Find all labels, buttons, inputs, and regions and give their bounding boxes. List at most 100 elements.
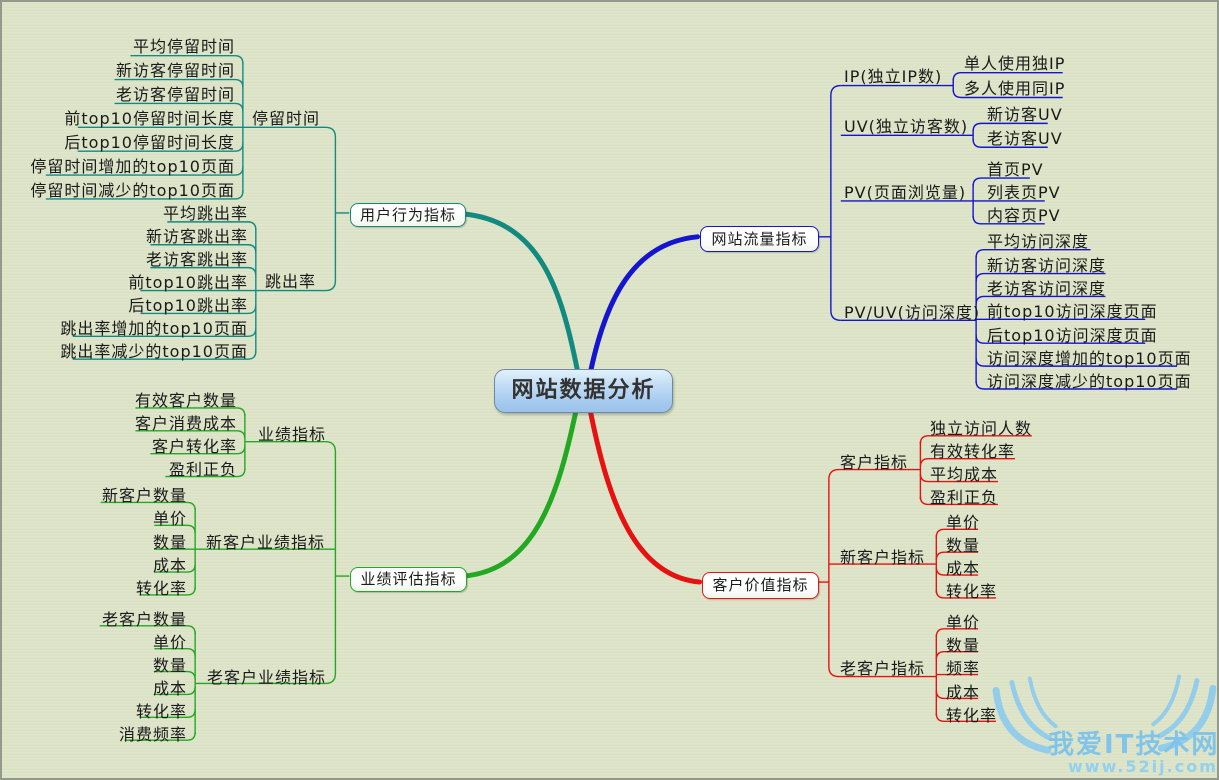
leaf-node[interactable]: 前top10停留时间长度 xyxy=(64,109,235,128)
leaf-underline xyxy=(72,351,257,360)
leaf-node[interactable]: 单价 xyxy=(152,633,187,652)
leaf-node[interactable]: 数量 xyxy=(152,533,187,552)
branch-user-behavior[interactable]: 用户行为指标 xyxy=(350,203,466,227)
group-visit-depth[interactable]: PV/UV(访问深度) xyxy=(844,303,981,322)
leaf-underline xyxy=(154,647,196,657)
main-branch-curves xyxy=(460,211,703,585)
leaf-node[interactable]: 新访客访问深度 xyxy=(987,256,1107,275)
leaf-node[interactable]: 前top10跳出率 xyxy=(128,273,248,292)
curve-customer-value xyxy=(587,407,703,585)
leaf-node[interactable]: 访问深度增加的top10页面 xyxy=(987,349,1192,368)
group-perf[interactable]: 业绩指标 xyxy=(257,425,326,444)
leaf-node[interactable]: 多人使用同IP xyxy=(964,79,1066,98)
watermark-wings-icon xyxy=(992,674,1217,754)
leaf-node[interactable]: 新访客停留时间 xyxy=(115,61,235,80)
performance-skeleton xyxy=(194,413,350,735)
leaf-node[interactable]: 客户消费成本 xyxy=(134,414,237,433)
leaf-node[interactable]: 平均跳出率 xyxy=(162,204,248,223)
leaf-underline xyxy=(935,713,997,722)
leaf-node[interactable]: 盈利正负 xyxy=(168,460,237,479)
leaf-node[interactable]: 老访客跳出率 xyxy=(145,250,248,269)
leaf-underline xyxy=(975,249,1091,258)
leaf-underline xyxy=(154,524,196,534)
leaf-underline xyxy=(952,89,1063,99)
leaf-node[interactable]: 转化率 xyxy=(946,706,998,725)
leaf-node[interactable]: 单价 xyxy=(946,513,981,532)
leaf-node[interactable]: 老客户数量 xyxy=(101,610,187,629)
leaf-node[interactable]: 停留时间增加的top10页面 xyxy=(30,157,235,176)
leaf-node[interactable]: 数量 xyxy=(946,536,981,555)
leaf-underline xyxy=(919,496,998,506)
leaf-underline xyxy=(935,628,979,637)
leaf-node[interactable]: 新客户数量 xyxy=(101,486,187,505)
leaf-underline xyxy=(154,670,196,680)
leaf-node[interactable]: 消费频率 xyxy=(118,725,187,744)
leaf-node[interactable]: 跳出率减少的top10页面 xyxy=(60,342,248,361)
leaf-node[interactable]: 数量 xyxy=(946,636,981,655)
leaf-node[interactable]: 单人使用独IP xyxy=(964,54,1066,73)
leaf-node[interactable]: 停留时间减少的top10页面 xyxy=(30,181,235,200)
central-topic[interactable]: 网站数据分析 xyxy=(494,369,673,413)
leaf-underline xyxy=(167,221,257,230)
leaf-node[interactable]: 前top10访问深度页面 xyxy=(987,302,1158,321)
group-customer[interactable]: 客户指标 xyxy=(840,453,909,472)
branch-site-traffic[interactable]: 网站流量指标 xyxy=(700,226,819,252)
leaf-node[interactable]: 转化率 xyxy=(135,702,187,721)
leaf-underline xyxy=(975,335,1146,344)
leaf-underline xyxy=(919,473,998,483)
leaf-underline xyxy=(935,551,979,561)
leaf-node[interactable]: 成本 xyxy=(152,679,187,698)
leaf-underline xyxy=(919,435,1032,444)
leaf-node[interactable]: 新访客跳出率 xyxy=(145,227,248,246)
leaf-underline xyxy=(150,266,257,276)
leaf-node[interactable]: 转化率 xyxy=(135,579,187,598)
leaf-node[interactable]: 列表页PV xyxy=(987,183,1061,202)
leaf-node[interactable]: 盈利正负 xyxy=(930,488,999,507)
leaf-node[interactable]: 数量 xyxy=(152,656,187,675)
leaf-underline xyxy=(100,501,196,511)
leaf-node[interactable]: 成本 xyxy=(946,559,981,578)
group-new-customer-perf[interactable]: 新客户业绩指标 xyxy=(205,533,325,552)
leaf-node[interactable]: 新访客UV xyxy=(987,105,1063,124)
group-bounce-rate[interactable]: 跳出率 xyxy=(264,272,316,291)
leaf-underline xyxy=(99,625,196,634)
group-old-customer[interactable]: 老客户指标 xyxy=(840,659,926,678)
leaf-node[interactable]: 平均成本 xyxy=(930,465,999,484)
leaf-node[interactable]: 访问深度减少的top10页面 xyxy=(987,372,1192,391)
leaf-node[interactable]: 后top10跳出率 xyxy=(128,296,248,315)
leaf-node[interactable]: 平均停留时间 xyxy=(132,37,235,56)
leaf-node[interactable]: 老访客停留时间 xyxy=(115,85,235,104)
leaf-node[interactable]: 首页PV xyxy=(987,160,1044,179)
leaf-underline xyxy=(72,328,257,337)
leaf-node[interactable]: 老访客访问深度 xyxy=(987,279,1107,298)
branch-customer-value[interactable]: 客户价值指标 xyxy=(702,572,819,599)
leaf-node[interactable]: 平均访问深度 xyxy=(987,232,1090,251)
group-stay-time[interactable]: 停留时间 xyxy=(251,109,320,128)
leaf-node[interactable]: 后top10停留时间长度 xyxy=(64,133,235,152)
leaf-node[interactable]: 成本 xyxy=(152,556,187,575)
group-ip[interactable]: IP(独立IP数) xyxy=(844,67,943,86)
leaf-node[interactable]: 频率 xyxy=(946,659,981,678)
leaf-underline xyxy=(935,528,979,538)
leaf-node[interactable]: 老访客UV xyxy=(987,129,1063,148)
group-pv[interactable]: PV(页面浏览量) xyxy=(844,183,967,202)
leaf-underline xyxy=(935,690,979,700)
leaf-underline xyxy=(140,305,257,315)
leaf-node[interactable]: 转化率 xyxy=(946,582,998,601)
leaf-node[interactable]: 后top10访问深度页面 xyxy=(987,326,1158,345)
branch-performance[interactable]: 业绩评估指标 xyxy=(350,567,467,592)
leaf-node[interactable]: 成本 xyxy=(946,683,981,702)
group-uv[interactable]: UV(独立访客数) xyxy=(844,117,969,136)
leaf-node[interactable]: 单价 xyxy=(152,509,187,528)
group-old-customer-perf[interactable]: 老客户业绩指标 xyxy=(206,668,326,687)
leaf-underline xyxy=(935,589,997,599)
leaf-node[interactable]: 有效转化率 xyxy=(930,442,1016,461)
leaf-underline xyxy=(952,71,1063,81)
group-new-customer[interactable]: 新客户指标 xyxy=(840,548,926,567)
leaf-node[interactable]: 有效客户数量 xyxy=(134,391,237,410)
leaf-node[interactable]: 单价 xyxy=(946,613,981,632)
leaf-node[interactable]: 独立访问人数 xyxy=(930,419,1033,438)
leaf-node[interactable]: 内容页PV xyxy=(987,206,1061,225)
leaf-node[interactable]: 客户转化率 xyxy=(151,437,237,456)
leaf-node[interactable]: 跳出率增加的top10页面 xyxy=(60,319,248,338)
